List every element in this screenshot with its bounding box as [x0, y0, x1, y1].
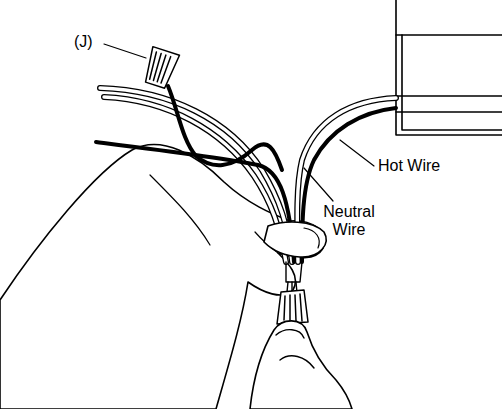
- wire-nut: [277, 290, 308, 324]
- right-thumb: [276, 330, 314, 368]
- wire-nut-j: [142, 47, 180, 90]
- thumbnail: [304, 228, 319, 248]
- black-wire-loop: [168, 86, 282, 170]
- junction-box: [396, 0, 502, 135]
- black-wire-left: [96, 142, 294, 262]
- leader-lines: [104, 44, 374, 201]
- callout-letter: (J): [74, 33, 104, 51]
- right-hand: [250, 321, 352, 409]
- white-wires-left: [100, 88, 292, 262]
- left-thumb: [264, 222, 326, 257]
- wire-label: Hot Wire: [378, 157, 468, 175]
- stripped-ends: [286, 262, 302, 294]
- wire-label: Neutral Wire: [314, 203, 384, 239]
